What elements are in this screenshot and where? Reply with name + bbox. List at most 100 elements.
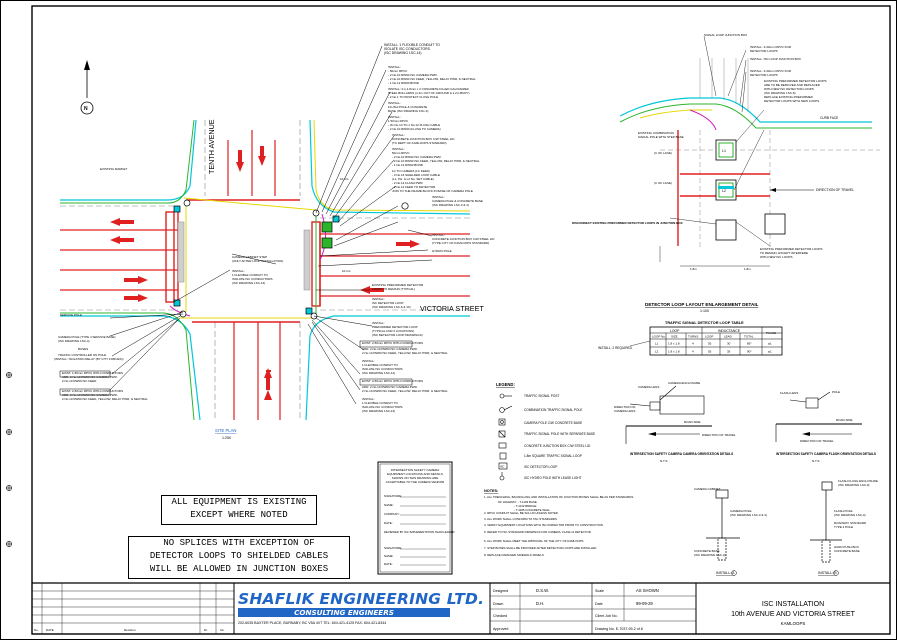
- svg-text:- 2 No.10 RW90 ISC FEED, YELLO: - 2 No.10 RW90 ISC FEED, YELLOW, RELAY P…: [392, 159, 480, 163]
- svg-text:ROAD SIDE: ROAD SIDE: [836, 418, 853, 422]
- existing-note-line-2: EXCEPT WHERE NOTED: [190, 510, 288, 520]
- svg-text:STEEL BOLLARDS (1.2m OUT OF GR: STEEL BOLLARDS (1.2m OUT OF GROUND & 1.2…: [388, 91, 469, 95]
- svg-text:1C TO CAMERA (1C FEED): 1C TO CAMERA (1C FEED): [392, 169, 430, 173]
- svg-text:COMBINATION TRAFFIC SIGNAL POL: COMBINATION TRAFFIC SIGNAL POLE: [524, 408, 582, 412]
- svg-text:HYDRO POLE: HYDRO POLE: [432, 249, 452, 253]
- svg-text:FLASH FLUSH ENCLOSURE: FLASH FLUSH ENCLOSURE: [838, 479, 878, 483]
- site-plan: N: [60, 60, 484, 440]
- svg-text:SIGNAL POLE WITH STEP BASE: SIGNAL POLE WITH STEP BASE: [638, 135, 684, 139]
- svg-text:90*: 90*: [747, 350, 752, 354]
- loop-detail-scale: 1:100: [700, 309, 709, 313]
- svg-text:Drawn: Drawn: [493, 602, 503, 606]
- project-title: ISC INSTALLATION 10th AVENUE AND VICTORI…: [731, 601, 856, 626]
- splice-note-line-2: DETECTOR LOOPS TO SHIELDED CABLES: [149, 551, 329, 561]
- svg-text:(ISC DRAWING 1SC-14): (ISC DRAWING 1SC-14): [362, 409, 395, 413]
- designer-fields: Designed Drawn Checked Approved D.S.W. D…: [493, 588, 659, 631]
- svg-text:CAMERA CABINET STEP: CAMERA CABINET STEP: [232, 255, 267, 259]
- svg-text:1. ALL TRENCHING, BACKFILLING: 1. ALL TRENCHING, BACKFILLING AND INSTAL…: [484, 495, 633, 499]
- svg-text:TRAFFIC CONTROLLER ON POLE: TRAFFIC CONTROLLER ON POLE: [58, 353, 106, 357]
- svg-text:SERVICE POLE: SERVICE POLE: [60, 313, 82, 317]
- svg-text:SIGNAL LOOP JUNCTION BOX: SIGNAL LOOP JUNCTION BOX: [704, 33, 747, 37]
- title-block: [32, 582, 890, 634]
- svg-text:- 2 No.12 FEED TO DETECTOR: - 2 No.12 FEED TO DETECTOR: [392, 185, 436, 189]
- leader-lines: [109, 45, 433, 405]
- detector-loop-table: TRAFFIC SIGNAL DETECTOR LOOP TABLE LOOP …: [598, 321, 783, 356]
- svg-text:INSTALL: 2 REQUIRED: INSTALL: 2 REQUIRED: [598, 346, 633, 350]
- svg-text:WITH NEW ISC LOOPS: WITH NEW ISC LOOPS: [760, 255, 793, 259]
- svg-text:ISOLATE ISC CONDUCTORS: ISOLATE ISC CONDUCTORS: [362, 405, 403, 409]
- svg-text:CAMERA CABINET: CAMERA CABINET: [694, 487, 721, 491]
- loop-layout-detail: L1 L2 DIRECTION OF TRAVEL CURB FACE DISC…: [572, 33, 880, 313]
- svg-text:- 2 No.1 TO PROTECT FLUSH POLE: - 2 No.1 TO PROTECT FLUSH POLE: [388, 95, 438, 99]
- svg-text:- 3 No.16 SHIELDED LOOP CABLE: - 3 No.16 SHIELDED LOOP CABLE: [392, 173, 440, 177]
- svg-text:(C OF LANE): (C OF LANE): [654, 151, 672, 155]
- svg-text:ACCEPTABLE TO THE CAMERA VENDO: ACCEPTABLE TO THE CAMERA VENDOR: [386, 480, 445, 484]
- svg-text:- 2 No.10 RW90 ISC FEED, YELLO: - 2 No.10 RW90 ISC FEED, YELLOW, RELAY P…: [388, 77, 476, 81]
- svg-text:INSTALL:: INSTALL:: [388, 65, 401, 69]
- legend-hydro-pole-icon: [499, 472, 505, 481]
- north-arrow-icon: N: [80, 60, 94, 115]
- svg-text:INSTALL:: INSTALL:: [392, 147, 405, 151]
- install-notes: INSTALL: 1 FLEXIBLE CONDUIT TO ISOLATE I…: [54, 43, 495, 413]
- svg-text:POLE: POLE: [832, 390, 840, 394]
- svg-text:ISOLATE ISC CONDUCTORS: ISOLATE ISC CONDUCTORS: [232, 277, 273, 281]
- svg-text:L1: L1: [722, 149, 726, 153]
- svg-text:1.8m SQUARE TRAFFIC SIGNAL LOO: 1.8m SQUARE TRAFFIC SIGNAL LOOP: [524, 454, 582, 458]
- company-address: 202-6035 BAXTER PLACE, BURNABY, BC V5A 4…: [238, 621, 387, 625]
- svg-text:EQUIPMENT LOCATIONS AND DETAIL: EQUIPMENT LOCATIONS AND DETAILS: [387, 472, 443, 476]
- svg-text:DATE: DATE: [46, 628, 54, 632]
- svg-text:(ISC DRAWING 1SC-6 & 13): (ISC DRAWING 1SC-6 & 13): [372, 305, 411, 309]
- svg-text:N.T.S.: N.T.S.: [660, 459, 668, 463]
- svg-text:FLUSH POLE & CONCRETE: FLUSH POLE & CONCRETE: [388, 105, 427, 109]
- svg-text:φ1: φ1: [768, 342, 772, 346]
- svg-text:(INSTALL: ISOLATION RELAY (BY: (INSTALL: ISOLATION RELAY (BY CITY FORCE…: [54, 357, 124, 361]
- svg-text:INSTALL: 3-30mm RPVC FOR: INSTALL: 3-30mm RPVC FOR: [750, 69, 792, 73]
- svg-text:EXIST. 2-50mm RPVC WITH CONDUC: EXIST. 2-50mm RPVC WITH CONDUCTORS: [62, 389, 123, 393]
- svg-text:4: 4: [692, 350, 694, 354]
- svg-text:- 2 No.10 RW90 (FLUSH TO CAMER: - 2 No.10 RW90 (FLUSH TO CAMERA): [388, 127, 441, 131]
- svg-text:DIRECTION OF TRAVEL: DIRECTION OF TRAVEL: [816, 188, 854, 192]
- svg-text:CONCRETE JUNCTION BOX C/W STEE: CONCRETE JUNCTION BOX C/W STEEL LID: [524, 444, 591, 448]
- svg-text:INSTALL: ISC LOOP JUNCTION BOX: INSTALL: ISC LOOP JUNCTION BOX: [750, 57, 801, 61]
- svg-text:ISC DETECTOR LOOP: ISC DETECTOR LOOP: [372, 301, 403, 305]
- svg-text:LOOP: LOOP: [670, 329, 680, 333]
- svg-text:2 No.10 RW90 ISC FEED: 2 No.10 RW90 ISC FEED: [62, 379, 97, 383]
- svg-text:30: 30: [727, 342, 731, 346]
- svg-text:(ISC DRAWING 1SC-4): (ISC DRAWING 1SC-4): [58, 339, 90, 343]
- svg-text:5. REFER TO ISC STANDARD DRAWI: 5. REFER TO ISC STANDARD DRAWINGS FOR CA…: [484, 530, 591, 534]
- svg-text:EXIST. 2-50mm RPVC WITH CONDUC: EXIST. 2-50mm RPVC WITH CONDUCTORS: [362, 341, 423, 345]
- svg-text:COMPANY:: COMPANY:: [384, 512, 400, 516]
- svg-text:(ISC DRAWING 1SC-14): (ISC DRAWING 1SC-14): [362, 371, 395, 375]
- svg-text:(ISC DRAWING 1SC-6): (ISC DRAWING 1SC-6): [764, 91, 796, 95]
- lane-arrows: [110, 146, 420, 400]
- svg-text:DETECTOR LOOPS: DETECTOR LOOPS: [750, 49, 778, 53]
- svg-text:BASE (ISC DRAWING 1SC-4): BASE (ISC DRAWING 1SC-4): [388, 109, 428, 113]
- site-plan-title: SITE PLAN: [215, 428, 236, 433]
- svg-text:INSTALL:: INSTALL:: [388, 101, 401, 105]
- svg-text:1 FLEXIBLE CONDUIT TO: 1 FLEXIBLE CONDUIT TO: [362, 401, 399, 405]
- svg-text:SIZE: SIZE: [671, 335, 678, 339]
- svg-text:1.8m: 1.8m: [744, 267, 751, 271]
- svg-text:CONCRETE JUNCTION BOX C/W STEE: CONCRETE JUNCTION BOX C/W STEEL LID: [432, 237, 495, 241]
- svg-text:ISC HYDRO POLE WITH LEASE LIGH: ISC HYDRO POLE WITH LEASE LIGHT: [524, 476, 582, 480]
- svg-text:INSTALL: 3-30mm RPVC FOR: INSTALL: 3-30mm RPVC FOR: [750, 45, 792, 49]
- svg-text:JOIN TO THE FRAME BLOCK IN BAS: JOIN TO THE FRAME BLOCK IN BASE OF CAMER…: [392, 189, 473, 193]
- svg-text:D.H.: D.H.: [536, 601, 544, 606]
- svg-text:- 2 No.10 RW90 ISC CAMERA PWR.: - 2 No.10 RW90 ISC CAMERA PWR.: [388, 73, 438, 77]
- svg-text:(ISC DRAWING 1SC-14): (ISC DRAWING 1SC-14): [232, 281, 265, 285]
- svg-text:INSTALL:: INSTALL:: [388, 115, 401, 119]
- vendor-signoff-box: INTERSECTION SAFETY CAMERA EQUIPMENT LOC…: [377, 461, 455, 575]
- svg-text:TOTAL: TOTAL: [744, 335, 754, 339]
- signal-poles: [173, 199, 409, 320]
- svg-text:(ISC DRAWING 1SC-3 & 4): (ISC DRAWING 1SC-3 & 4): [432, 203, 469, 207]
- svg-text:PHASE: PHASE: [766, 331, 776, 335]
- svg-text:50mm RPVC: 50mm RPVC: [392, 151, 410, 155]
- svg-text:1 FLEXIBLE CONDUIT TO: 1 FLEXIBLE CONDUIT TO: [232, 273, 269, 277]
- svg-text:4: 4: [692, 342, 694, 346]
- svg-text:TURNS: TURNS: [688, 335, 698, 339]
- revision-headers: No. DATE Revision Dr. Ck.: [34, 628, 225, 632]
- svg-text:2 No.10 RW90 ISC FEED, YELLOW,: 2 No.10 RW90 ISC FEED, YELLOW, RELAY PWR…: [62, 397, 148, 401]
- svg-text:EXISTING PREFORMED DETECTOR LO: EXISTING PREFORMED DETECTOR LOOPS: [760, 247, 822, 251]
- svg-text:LOOP No.: LOOP No.: [652, 335, 666, 339]
- svg-text:Scale: Scale: [595, 589, 604, 593]
